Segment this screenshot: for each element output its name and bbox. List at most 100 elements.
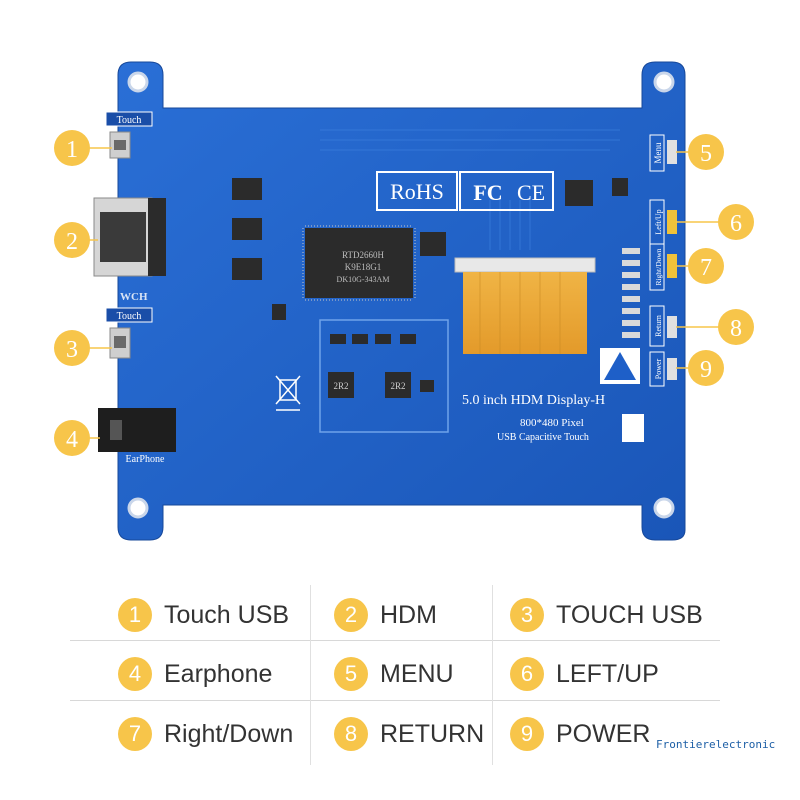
main-chip: [305, 228, 413, 298]
legend-divider-1: [70, 640, 720, 641]
rightdown-button: [667, 254, 677, 278]
return-button: [667, 316, 677, 338]
fc-label: FC: [473, 180, 502, 205]
pcb-traces: [320, 129, 620, 250]
pcb-board-svg: RoHS FC CE RTD2660H K9E18G1 DK10G-343AM …: [54, 61, 754, 541]
small-ics: [232, 178, 628, 320]
power-components: [330, 334, 434, 392]
chip-text-2: K9E18G1: [345, 262, 382, 272]
legend-label: Touch USB: [164, 600, 290, 629]
mounting-holes: [127, 71, 675, 519]
rohs-label: RoHS: [390, 179, 444, 204]
callout-lines: [88, 147, 722, 439]
legend-badge: 4: [118, 657, 152, 691]
main-chip-pins: [302, 225, 416, 301]
pcb-illustration: RoHS FC CE RTD2660H K9E18G1 DK10G-343AM …: [54, 61, 754, 541]
callout-2: [54, 222, 90, 258]
weee-bin-icon: [275, 375, 301, 411]
legend-item-4: 4 Earphone: [118, 646, 272, 702]
power-section: [319, 319, 449, 433]
micro-usb-port-2-inner: [114, 336, 126, 348]
touch-label-mid: Touch: [117, 311, 142, 322]
touch-label-top-box: [105, 111, 153, 127]
menu-button: [667, 140, 677, 164]
watermark: Frontierelectronic: [656, 738, 776, 751]
legend-label: Earphone: [164, 659, 273, 688]
svg-text:8: 8: [730, 316, 742, 342]
blank-label-pad: [622, 414, 644, 442]
legend-badge: 9: [510, 717, 544, 751]
callout-7: [688, 248, 724, 284]
touch-label-mid-box: [105, 307, 153, 323]
legend-col-divider-2: [492, 585, 493, 765]
legend-label: RETURN: [380, 719, 485, 748]
legend-divider-2: [70, 700, 720, 701]
callout-8: [718, 309, 754, 345]
test-pads: [622, 248, 640, 338]
legend-badge: 7: [118, 717, 152, 751]
legend-label: MENU: [380, 659, 454, 688]
earphone-jack-hole: [110, 420, 122, 440]
callout-badges: 1 2 3 4 5 6 7 8 9: [54, 130, 754, 456]
legend-label: Right/Down: [164, 719, 294, 748]
callout-3: [54, 330, 90, 366]
fc-ce-box: [459, 171, 554, 211]
callout-9: [688, 350, 724, 386]
btn-rightdown-label: Right/Down: [654, 248, 663, 285]
fpc-ribbon: [463, 272, 587, 354]
btn-power-label: Power: [654, 358, 663, 379]
legend-item-8: 8 RETURN: [334, 706, 484, 762]
legend-label: HDM: [380, 600, 437, 629]
legend-badge: 2: [334, 598, 368, 632]
legend-badge: 5: [334, 657, 368, 691]
fpc-connector: [454, 257, 596, 273]
wch-logo: WCH: [120, 291, 148, 303]
hdmi-port-inner: [100, 212, 146, 262]
board-title: 5.0 inch HDM Display-H: [462, 393, 605, 408]
inductor-2: [385, 372, 411, 398]
svg-text:3: 3: [66, 337, 78, 363]
rohs-box: [376, 171, 458, 211]
earphone-jack: [98, 408, 176, 452]
legend-item-2: 2 HDM: [334, 587, 437, 643]
hdmi-port-back: [148, 198, 166, 276]
btn-menu-label: Menu: [653, 142, 663, 163]
leftup-button: [667, 210, 677, 234]
svg-text:7: 7: [700, 255, 712, 281]
legend-badge: 3: [510, 598, 544, 632]
svg-text:2: 2: [66, 229, 78, 255]
btn-leftup-label: Left/Up: [654, 209, 663, 234]
touch-label-top: Touch: [117, 115, 142, 126]
legend-item-3: 3 TOUCH USB: [510, 587, 703, 643]
svg-text:5: 5: [700, 141, 712, 167]
board-touch-type: USB Capacitive Touch: [497, 432, 589, 443]
legend-badge: 1: [118, 598, 152, 632]
earphone-label: EarPhone: [126, 454, 165, 465]
inductor-2-label: 2R2: [390, 381, 405, 391]
legend-item-1: 1 Touch USB: [118, 587, 289, 643]
legend-label: POWER: [556, 719, 651, 748]
fpc-ribbon-lines: [479, 272, 561, 354]
legend-badge: 8: [334, 717, 368, 751]
legend-label: LEFT/UP: [556, 659, 659, 688]
power-button: [667, 358, 677, 380]
legend-col-divider-1: [310, 585, 311, 765]
callout-5: [688, 134, 724, 170]
legend-item-7: 7 Right/Down: [118, 706, 293, 762]
inductor-1: [328, 372, 354, 398]
legend-table: 1 Touch USB 2 HDM 3 TOUCH USB 4 Earphone…: [70, 585, 720, 765]
micro-usb-port-1-inner: [114, 140, 126, 150]
legend-item-6: 6 LEFT/UP: [510, 646, 659, 702]
btn-return-label: Return: [654, 315, 663, 337]
board-resolution: 800*480 Pixel: [520, 417, 584, 429]
legend-badge: 6: [510, 657, 544, 691]
inductor-1-label: 2R2: [333, 381, 348, 391]
legend-label: TOUCH USB: [556, 600, 703, 629]
legend-item-9: 9 POWER: [510, 706, 650, 762]
svg-text:9: 9: [700, 357, 712, 383]
svg-text:1: 1: [66, 137, 78, 163]
svg-text:4: 4: [66, 427, 78, 453]
pcb-board: [117, 61, 686, 541]
chip-text-3: DK10G-343AM: [337, 275, 390, 284]
callout-4: [54, 420, 90, 456]
